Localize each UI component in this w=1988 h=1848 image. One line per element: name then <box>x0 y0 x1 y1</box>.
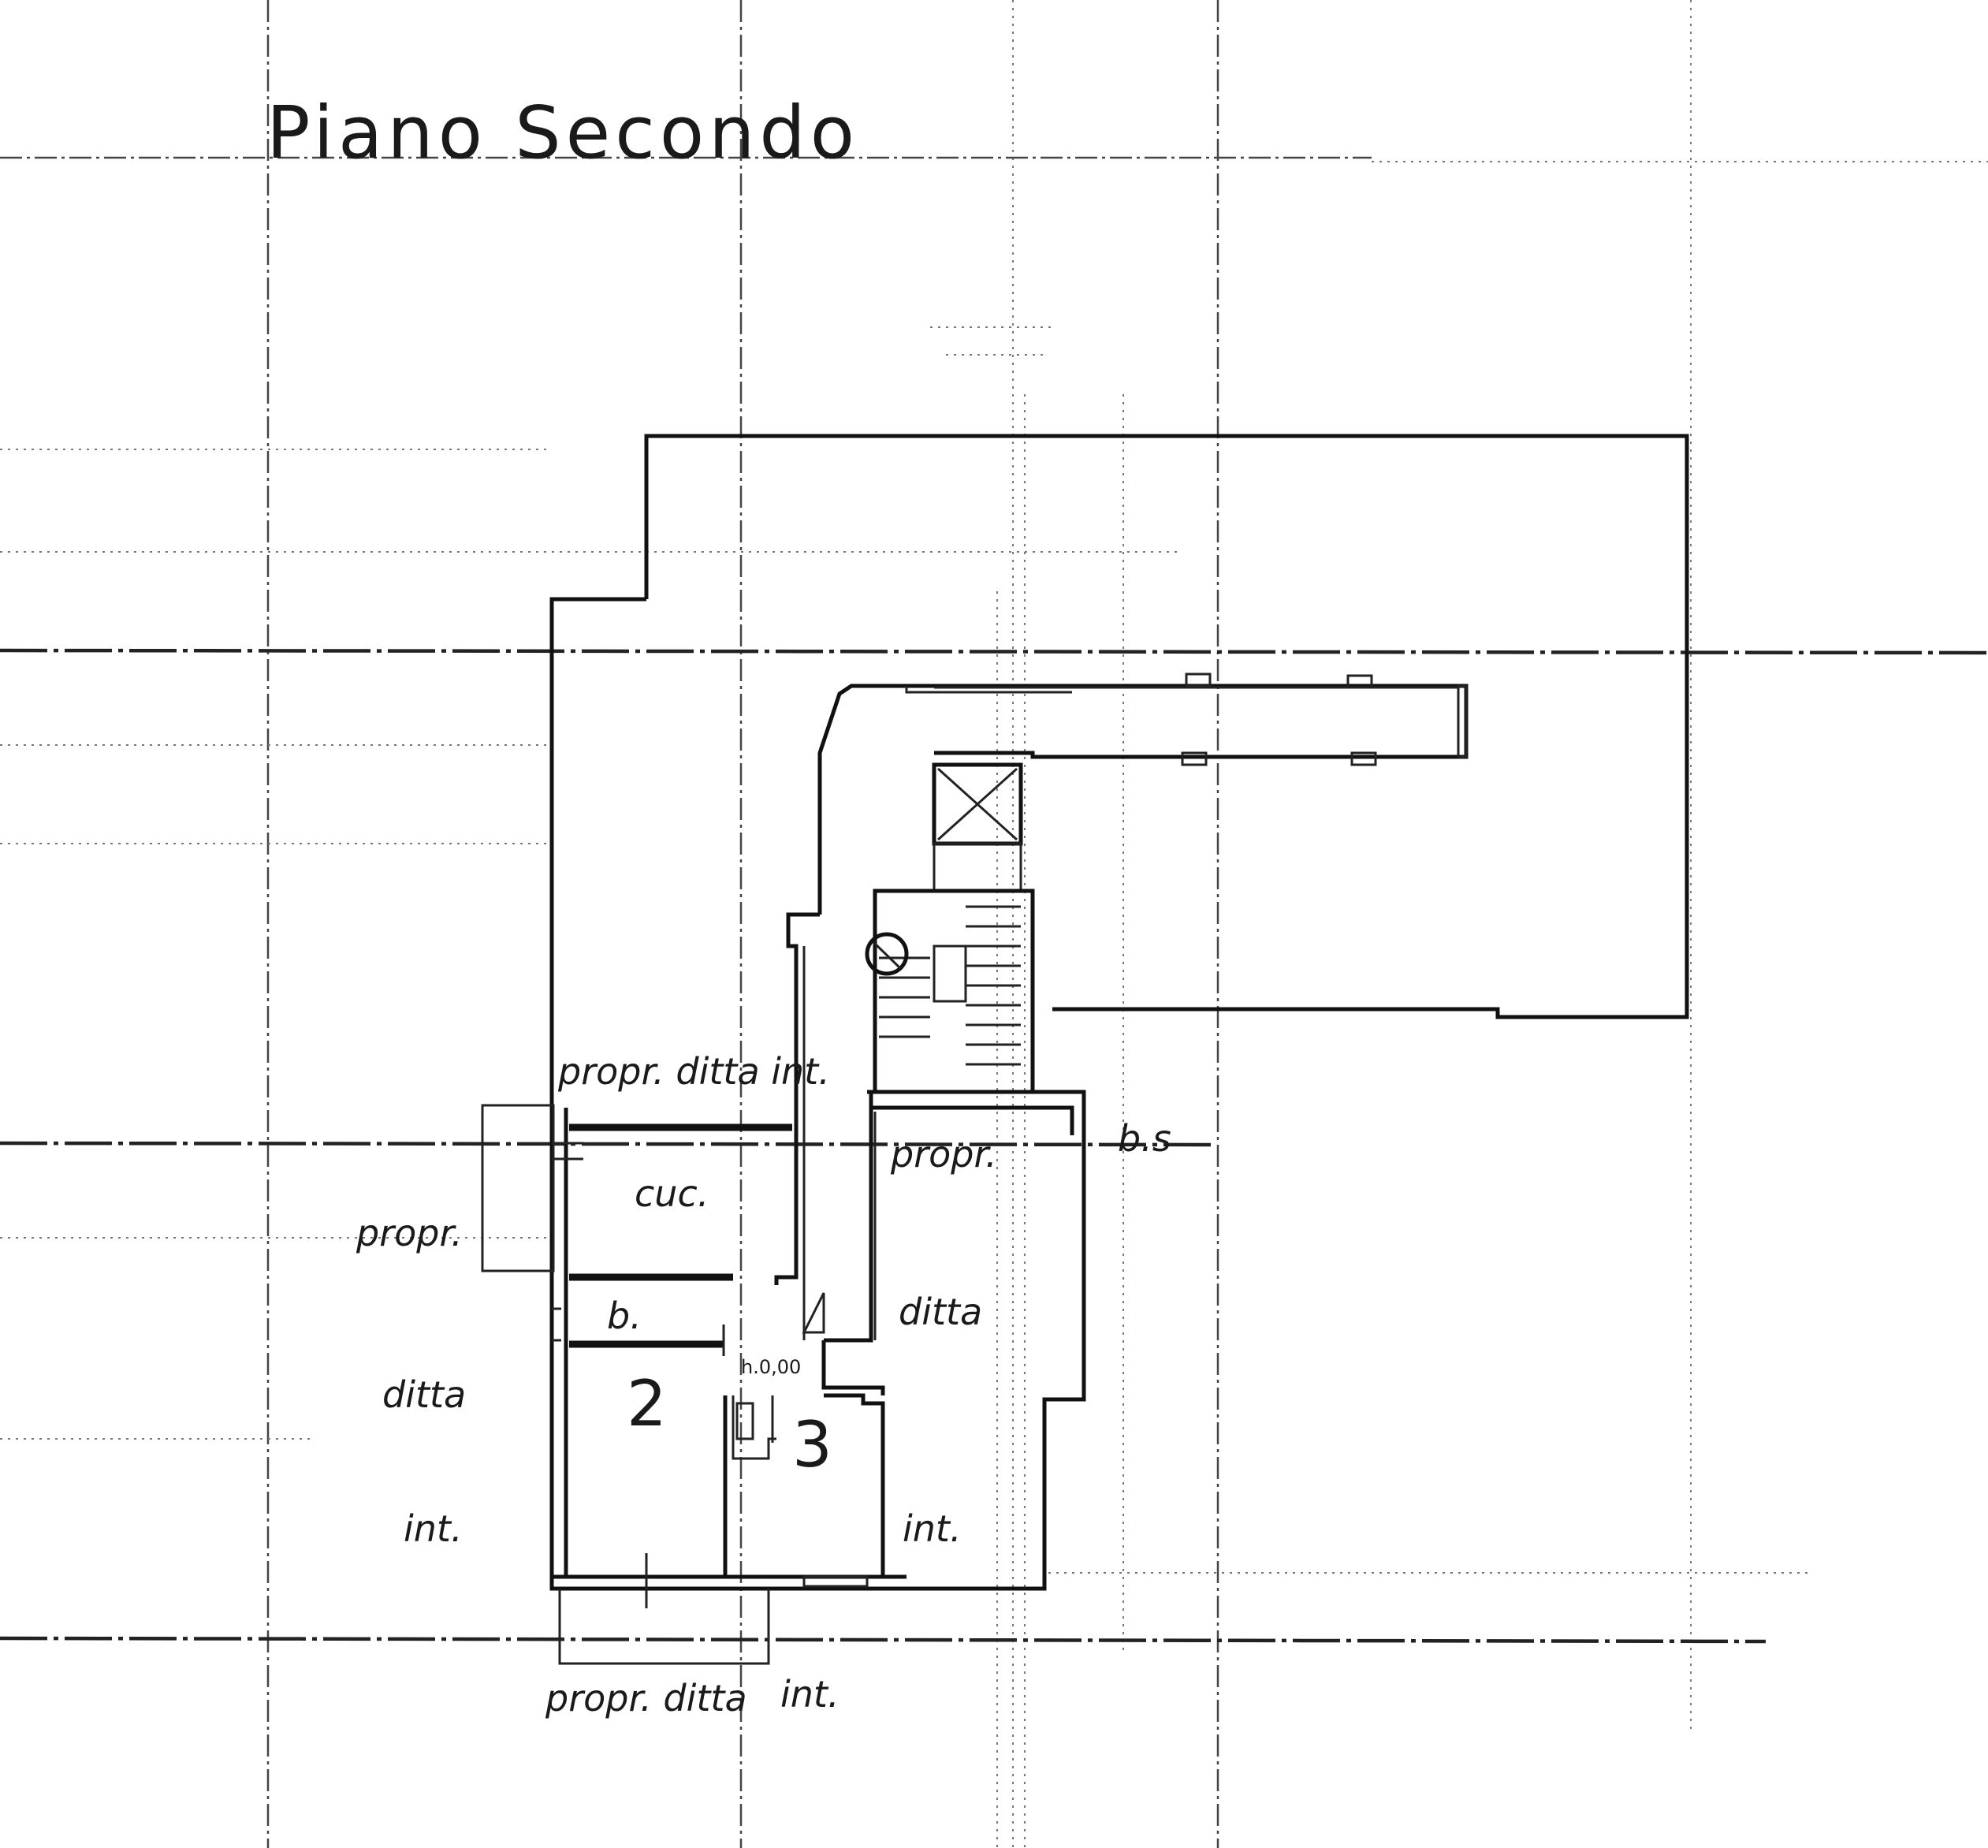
label-cuc: cuc. <box>635 1172 709 1215</box>
label-propr-ditta-int-top: propr. ditta int. <box>557 1050 830 1093</box>
shaft-small <box>735 1402 754 1440</box>
stair-treads <box>879 905 1021 1066</box>
upper-wing-end <box>1457 684 1468 758</box>
label-h-level: h.0,00 <box>741 1356 801 1378</box>
room-number-3: 3 <box>792 1408 832 1481</box>
label-int-right: int. <box>903 1507 962 1550</box>
label-int-bottom: int. <box>780 1673 840 1716</box>
stair-newel-circle <box>865 932 909 976</box>
corridor-left-wall <box>774 912 820 1285</box>
elevator-cross-2 <box>936 767 1018 841</box>
wall-notch-1 <box>1181 751 1208 766</box>
grid-line-h11 <box>0 1636 1766 1644</box>
room-3-walls <box>552 1393 907 1608</box>
corridor-walls <box>774 912 1074 1395</box>
label-ditta-right: ditta <box>899 1291 982 1333</box>
building-outline <box>481 434 1689 1665</box>
upper-wing-inner <box>905 686 1072 694</box>
shaft-box <box>732 1395 776 1460</box>
wall-notch-3 <box>1185 673 1212 687</box>
label-int-left: int. <box>404 1507 463 1550</box>
label-ditta-left: ditta <box>382 1373 466 1416</box>
main-block-outline <box>549 597 1086 1591</box>
grid-line-h4 <box>0 648 1988 655</box>
upper-block-outline <box>644 434 1689 1019</box>
label-b-s: b.s <box>1118 1117 1171 1160</box>
door-swing <box>802 1292 825 1334</box>
stair-core <box>865 762 1035 1094</box>
landing-upper <box>933 842 1022 892</box>
wall-notch-2 <box>1350 751 1377 766</box>
label-propr-ditta-bottom: propr. ditta <box>545 1677 747 1719</box>
left-balcony <box>481 1104 555 1272</box>
label-propr-right: propr. <box>890 1133 997 1175</box>
grid-line-h7 <box>0 1141 1215 1147</box>
page-title: Piano Secondo <box>266 91 859 175</box>
label-b: b. <box>607 1295 642 1337</box>
label-propr-left: propr. <box>356 1212 463 1254</box>
left-unit <box>552 1108 792 1577</box>
right-unit-top <box>871 1105 1074 1135</box>
room-number-2: 2 <box>627 1367 667 1440</box>
upper-wing-wall <box>817 684 1469 915</box>
wall-notch-4 <box>1346 674 1373 689</box>
corridor-right-wall <box>824 1092 873 1343</box>
bottom-balcony <box>558 1589 770 1665</box>
upper-wing <box>817 673 1469 915</box>
stair-well <box>873 889 1035 1094</box>
